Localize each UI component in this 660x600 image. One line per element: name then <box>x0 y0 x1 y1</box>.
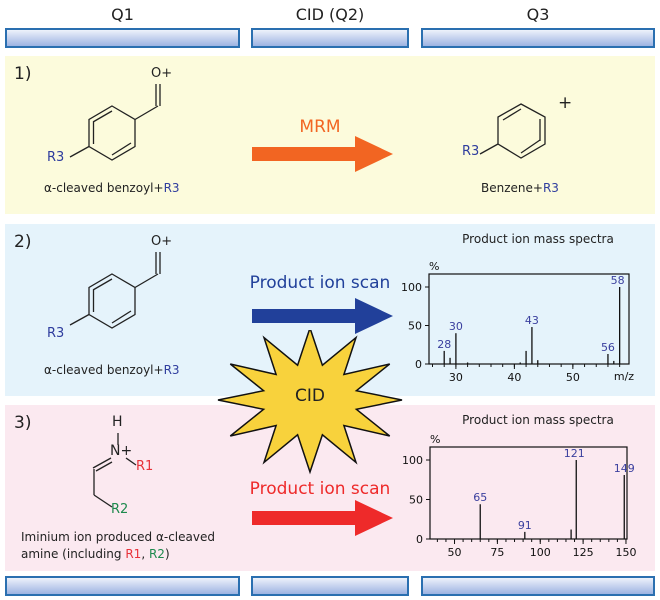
r1-label: R1 <box>136 459 154 474</box>
plot-frame <box>429 446 628 540</box>
panel-number: 3) <box>14 413 32 433</box>
q1-caption-text: α-cleaved benzoyl+ <box>44 181 164 195</box>
y-tick-label: 50 <box>409 494 423 507</box>
caption-sep: , <box>141 547 149 561</box>
x-tick-label: 75 <box>490 546 504 559</box>
panel-mrm <box>5 56 655 214</box>
oxonium-label: O+ <box>151 66 173 81</box>
x-tick-label: 40 <box>507 371 521 384</box>
product-ion-scan-arrow-blue <box>252 298 393 334</box>
mass-spectrum-1: % m/z 0 50 100 30 40 50 28 30 43 56 58 <box>401 260 634 384</box>
iminium-structure <box>92 433 137 508</box>
x-tick-label: 30 <box>449 371 463 384</box>
q3-caption: Benzene+R3 <box>481 181 559 195</box>
mrm-label: MRM <box>299 117 341 137</box>
plot-frame <box>428 273 630 365</box>
x-tick-label: 150 <box>615 546 636 559</box>
y-tick-label: 100 <box>402 454 423 467</box>
peak-label: 91 <box>518 519 532 532</box>
y-tick-label: 50 <box>408 320 422 333</box>
q1-caption-r3: R3 <box>163 363 180 377</box>
mrm-arrow <box>252 136 393 172</box>
q1-caption: α-cleaved benzoyl+R3 <box>44 181 180 195</box>
q1-caption-text: α-cleaved benzoyl+ <box>44 363 164 377</box>
q3-caption-r3: R3 <box>542 181 559 195</box>
peak-label: 58 <box>611 274 625 287</box>
x-tick-label: 50 <box>448 546 462 559</box>
y-tick-label: 0 <box>415 358 422 371</box>
r3-label: R3 <box>47 326 65 341</box>
x-tick-label: 125 <box>573 546 594 559</box>
peak-label: 121 <box>564 447 585 460</box>
spectrum-title: Product ion mass spectra <box>462 413 614 427</box>
iminium-caption-line2: amine (including R1, R2) <box>21 547 170 561</box>
q1-caption: α-cleaved benzoyl+R3 <box>44 363 180 377</box>
peak-label: 149 <box>614 462 635 475</box>
q3-quadrupole-bar-bottom <box>421 576 655 596</box>
caption-text: amine (including <box>21 547 126 561</box>
q1-quadrupole-bar-bottom <box>5 576 240 596</box>
nitrogen-cation: N+ <box>110 443 133 459</box>
q3-caption-text: Benzene+ <box>481 181 543 195</box>
caption-r2: R2 <box>148 547 165 561</box>
column-header-cid: CID (Q2) <box>295 5 365 24</box>
caption-close: ) <box>164 547 170 561</box>
peak-label: 56 <box>601 341 615 354</box>
cid-burst-icon <box>217 330 403 475</box>
oxonium-label: O+ <box>151 234 173 249</box>
benzoyl-structure <box>69 252 161 329</box>
hydrogen-atom: H <box>112 414 123 430</box>
r2-label: R2 <box>111 502 129 517</box>
x-tick-label: 100 <box>530 546 551 559</box>
y-axis-label: % <box>430 433 440 446</box>
mass-spectrum-2: % 0 50 100 50 75 100 125 150 65 91 121 149 <box>402 433 636 559</box>
peak-label: 30 <box>449 320 463 333</box>
benzoyl-structure <box>69 84 161 161</box>
iminium-caption-line1: Iminium ion produced α-cleaved <box>21 530 215 544</box>
q2-collision-cell-bar-bottom <box>251 576 409 596</box>
y-axis-label: % <box>429 260 439 273</box>
peak-label: 65 <box>473 491 487 504</box>
benzene-cation-structure <box>479 103 546 159</box>
panel-number: 1) <box>14 64 32 84</box>
q3-quadrupole-bar-top <box>421 28 655 48</box>
q1-caption-r3: R3 <box>163 181 180 195</box>
peak-label: 43 <box>525 314 539 327</box>
cation-charge: + <box>558 93 573 113</box>
r3-label: R3 <box>47 150 65 165</box>
q1-quadrupole-bar-top <box>5 28 240 48</box>
y-tick-label: 100 <box>401 281 422 294</box>
column-header-q1: Q1 <box>111 5 134 24</box>
column-header-q3: Q3 <box>526 5 550 24</box>
spectrum-title: Product ion mass spectra <box>462 232 614 246</box>
q2-collision-cell-bar-top <box>251 28 409 48</box>
x-tick-label: 50 <box>566 371 580 384</box>
caption-r1: R1 <box>125 547 142 561</box>
product-ion-scan-arrow-red <box>252 500 393 536</box>
x-axis-label: m/z <box>614 370 634 383</box>
y-tick-label: 0 <box>416 533 423 546</box>
product-ion-scan-label: Product ion scan <box>249 479 391 499</box>
cid-label: CID <box>295 386 325 406</box>
product-ion-scan-label: Product ion scan <box>249 273 391 293</box>
peak-label: 28 <box>437 338 451 351</box>
r3-label: R3 <box>462 144 480 159</box>
panel-number: 2) <box>14 232 32 252</box>
